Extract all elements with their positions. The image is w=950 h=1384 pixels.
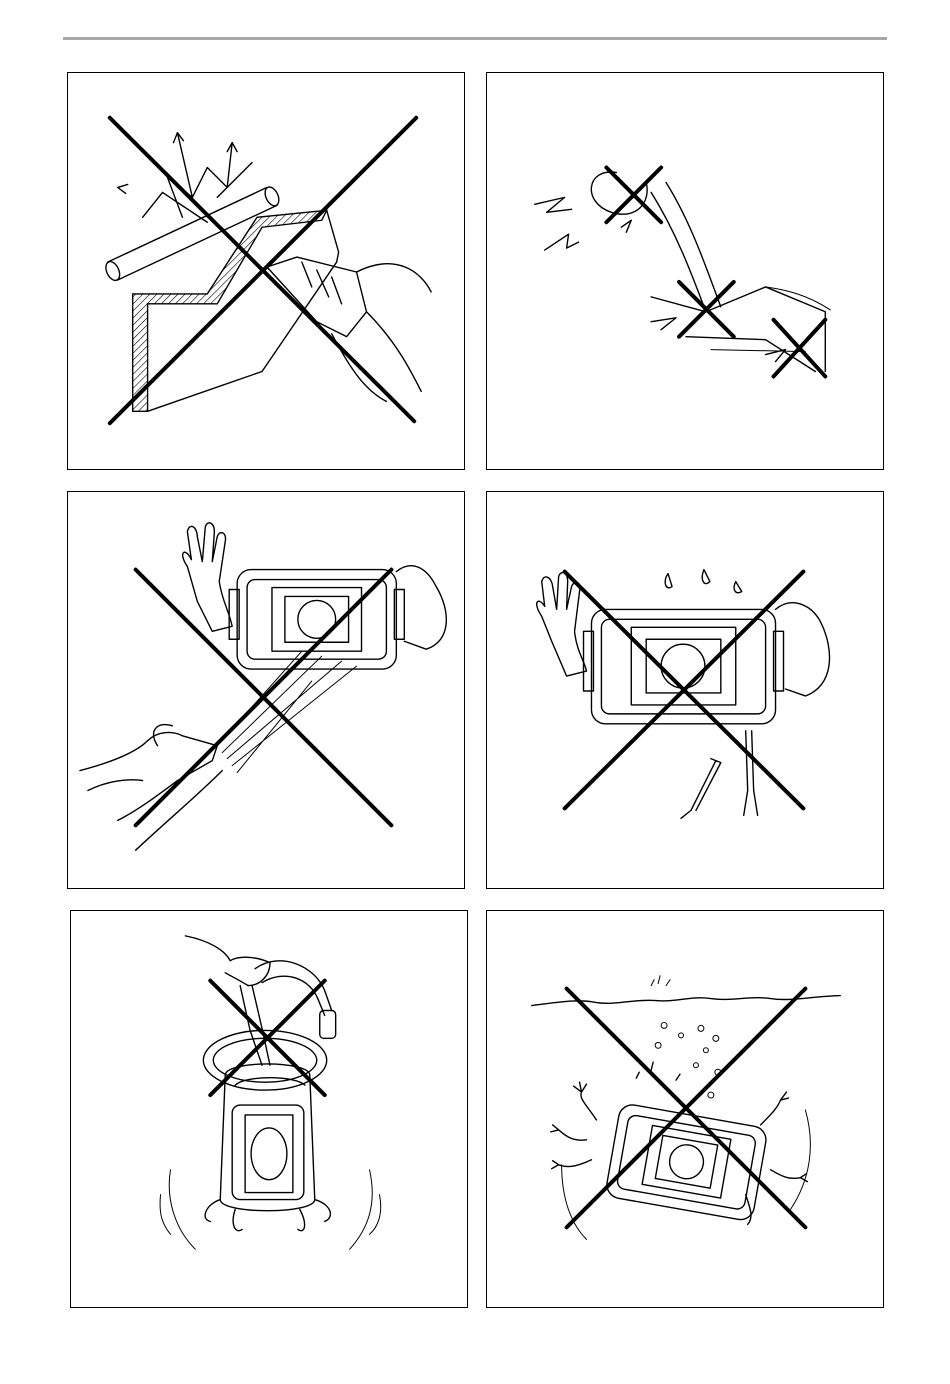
- water-jet-illustration: [68, 492, 464, 888]
- screwdriver-illustration: [487, 492, 883, 888]
- header-rule: [63, 37, 887, 40]
- cable-illustration: [487, 73, 883, 469]
- panel-heat-warning: [67, 72, 465, 470]
- panel-cable-warning: [486, 72, 884, 470]
- panel-lift-cable-warning: [70, 910, 468, 1308]
- panel-submersion-warning: [486, 910, 884, 1308]
- panel-water-jet-warning: [67, 491, 465, 889]
- submersion-illustration: [487, 911, 883, 1307]
- panel-sharp-tools-warning: [486, 491, 884, 889]
- lift-by-cable-illustration: [71, 911, 467, 1307]
- welding-illustration: [68, 73, 464, 469]
